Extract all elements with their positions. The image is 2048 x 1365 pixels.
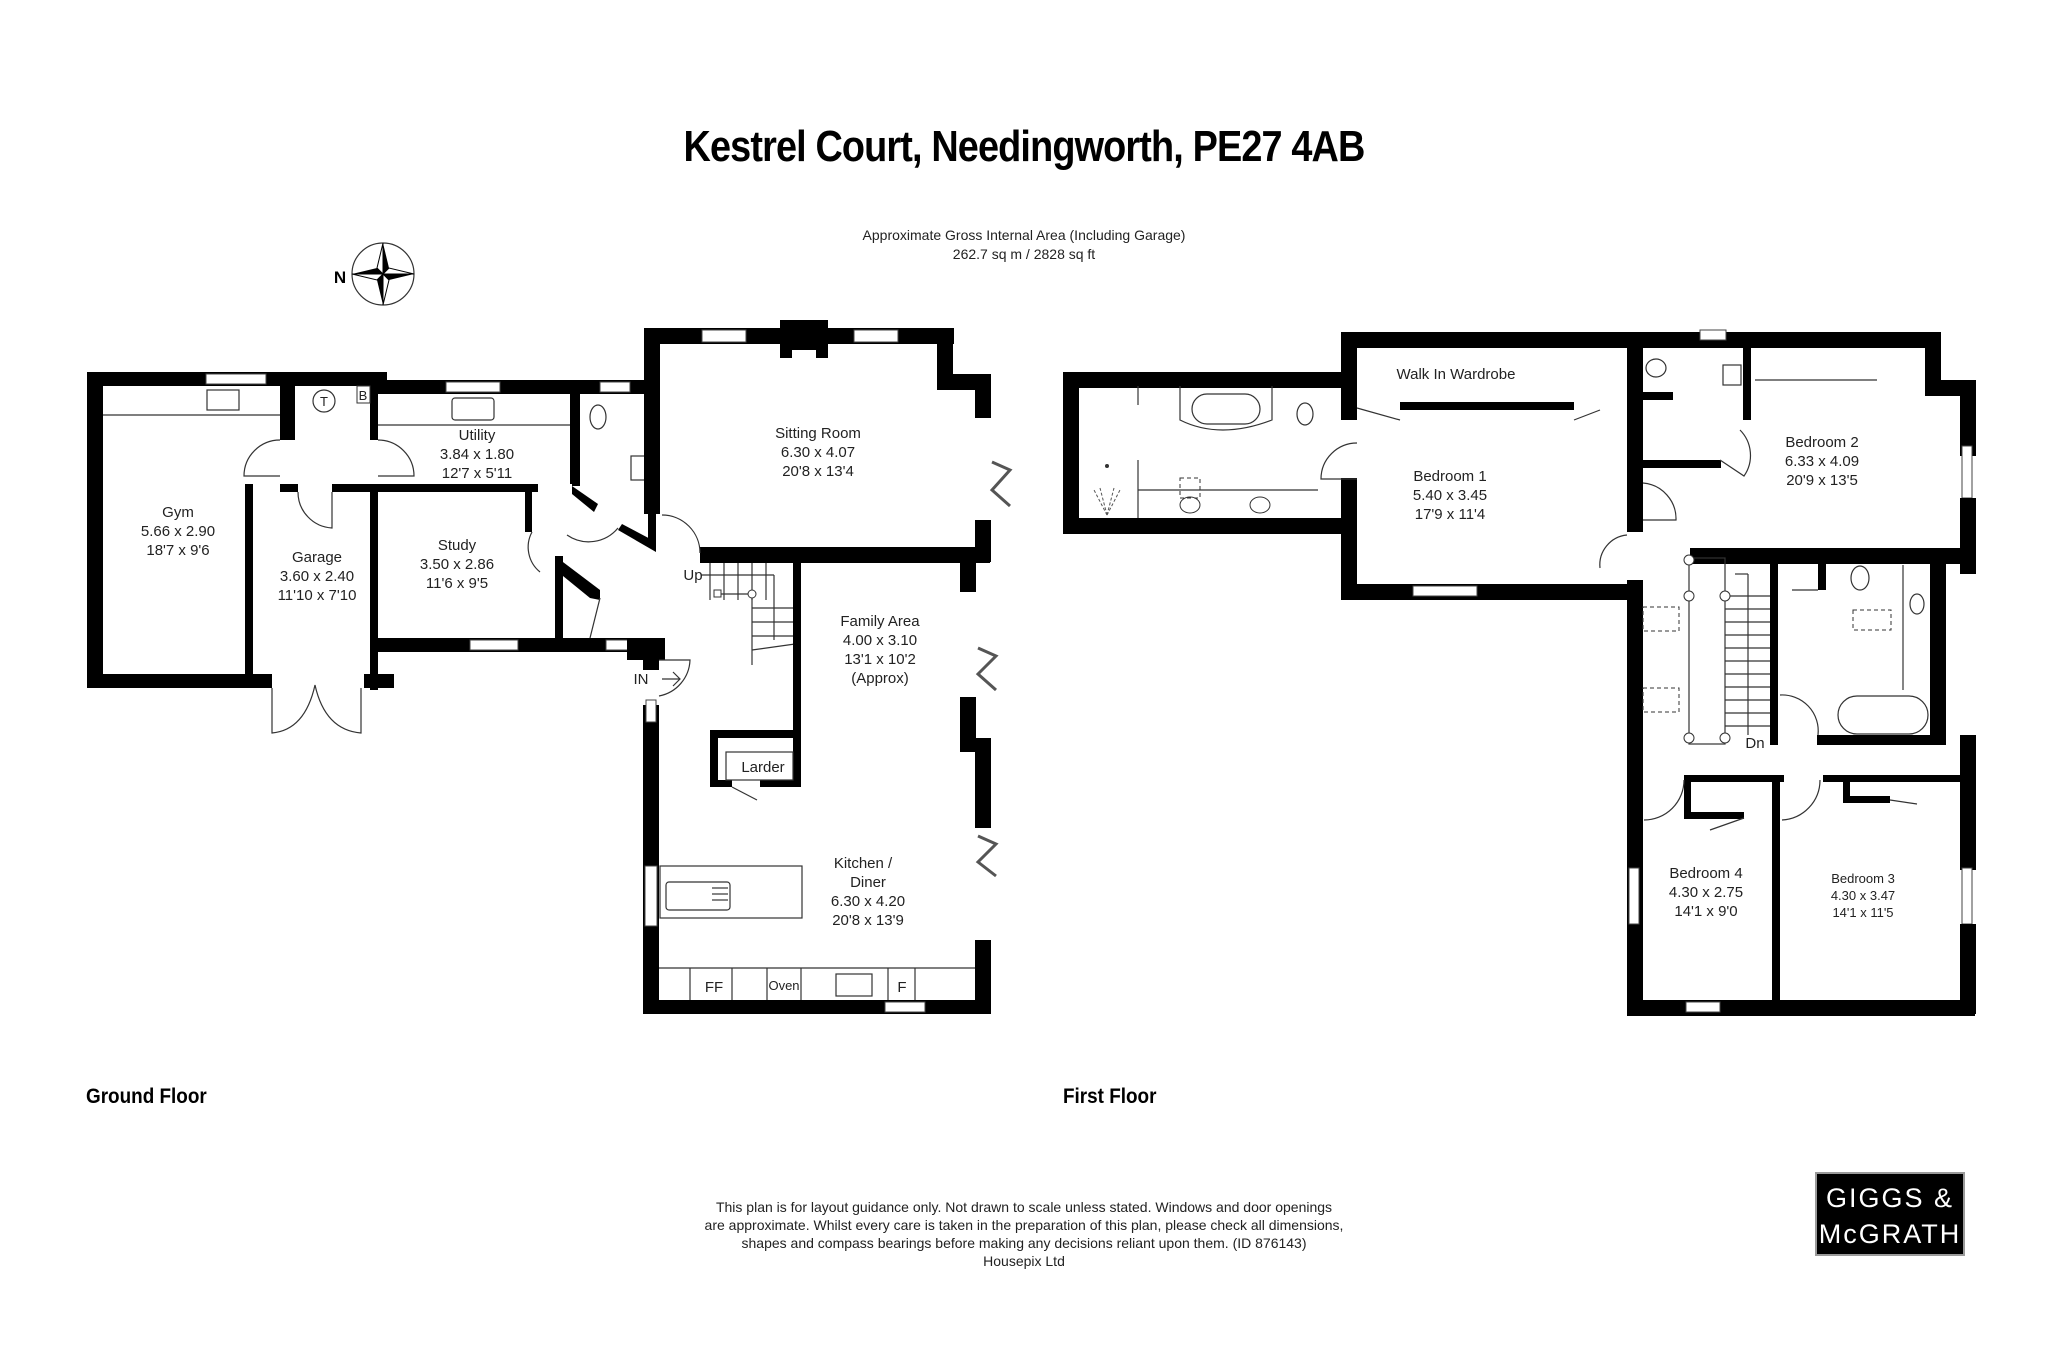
svg-text:Diner: Diner (850, 874, 886, 891)
svg-text:20'9 x 13'5: 20'9 x 13'5 (1786, 472, 1858, 489)
svg-text:T: T (320, 394, 328, 409)
svg-text:Bedroom 3: Bedroom 3 (1831, 871, 1895, 886)
stairs-up-label: Up (683, 567, 702, 584)
svg-text:Family Area: Family Area (840, 613, 920, 630)
room-bedroom-2: Bedroom 2 6.33 x 4.09 20'9 x 13'5 (1785, 434, 1859, 489)
ground-floor-label: Ground Floor (86, 1085, 207, 1108)
svg-text:Study: Study (438, 537, 477, 554)
disclaimer-line: shapes and compass bearings before makin… (741, 1235, 1307, 1251)
svg-text:13'1 x 10'2: 13'1 x 10'2 (844, 651, 916, 668)
disclaimer: This plan is for layout guidance only. N… (600, 1198, 1448, 1270)
svg-text:20'8 x 13'4: 20'8 x 13'4 (782, 463, 854, 480)
svg-text:3.60 x 2.40: 3.60 x 2.40 (280, 568, 354, 585)
room-bedroom-3: Bedroom 3 4.30 x 3.47 14'1 x 11'5 (1831, 871, 1895, 920)
oven-label: Oven (768, 978, 799, 993)
area-value: 262.7 sq m / 2828 sq ft (952, 246, 1096, 262)
fridge-freezer-label: FF (705, 979, 723, 996)
svg-text:17'9 x 11'4: 17'9 x 11'4 (1415, 506, 1486, 523)
svg-text:4.30 x 3.47: 4.30 x 3.47 (1831, 888, 1895, 903)
svg-text:18'7 x 9'6: 18'7 x 9'6 (146, 542, 209, 559)
boiler-marker: B (359, 388, 368, 403)
svg-text:5.40 x 3.45: 5.40 x 3.45 (1413, 487, 1487, 504)
svg-text:Gym: Gym (162, 504, 194, 521)
svg-text:11'6 x 9'5: 11'6 x 9'5 (426, 575, 488, 592)
svg-text:Bedroom 4: Bedroom 4 (1669, 865, 1742, 882)
svg-text:3.84 x 1.80: 3.84 x 1.80 (440, 446, 514, 463)
room-label-walk-in-wardrobe: Walk In Wardrobe (1397, 366, 1516, 383)
room-bedroom-1: Bedroom 1 5.40 x 3.45 17'9 x 11'4 (1413, 468, 1487, 523)
room-sitting-room: Sitting Room 6.30 x 4.07 20'8 x 13'4 (775, 425, 861, 480)
room-study: Study 3.50 x 2.86 11'6 x 9'5 (420, 537, 494, 592)
svg-text:6.30 x 4.20: 6.30 x 4.20 (831, 893, 905, 910)
svg-text:Bedroom 1: Bedroom 1 (1413, 468, 1486, 485)
entrance-label: IN (634, 671, 649, 688)
svg-text:20'8 x 13'9: 20'8 x 13'9 (832, 912, 904, 929)
area-label: Approximate Gross Internal Area (Includi… (862, 227, 1186, 243)
room-family-area: Family Area 4.00 x 3.10 13'1 x 10'2 (App… (840, 613, 920, 687)
room-label-larder: Larder (741, 759, 784, 776)
svg-text:(Approx): (Approx) (851, 670, 909, 687)
svg-text:Sitting Room: Sitting Room (775, 425, 861, 442)
first-floor-plan: Walk In Wardrobe Bedroom 1 5.40 x 3.45 1… (1063, 329, 1976, 1016)
svg-text:Kitchen /: Kitchen / (834, 855, 893, 872)
svg-text:Utility: Utility (459, 427, 496, 444)
disclaimer-line: This plan is for layout guidance only. N… (715, 1199, 1333, 1215)
svg-text:6.30 x 4.07: 6.30 x 4.07 (781, 444, 855, 461)
disclaimer-line: are approximate. Whilst every care is ta… (704, 1217, 1344, 1233)
svg-text:14'1 x 9'0: 14'1 x 9'0 (1674, 903, 1737, 920)
compass-rose-icon: N (334, 242, 415, 306)
room-garage: Garage 3.60 x 2.40 11'10 x 7'10 (278, 549, 357, 604)
svg-text:Garage: Garage (292, 549, 342, 566)
svg-text:3.50 x 2.86: 3.50 x 2.86 (420, 556, 494, 573)
svg-text:14'1 x 11'5: 14'1 x 11'5 (1832, 905, 1893, 920)
svg-text:5.66 x 2.90: 5.66 x 2.90 (141, 523, 215, 540)
fridge-label: F (897, 979, 906, 996)
svg-text:11'10 x 7'10: 11'10 x 7'10 (278, 587, 357, 604)
stairs-down-label: Dn (1745, 735, 1764, 752)
compass-north-label: N (334, 268, 346, 287)
page-title: Kestrel Court, Needingworth, PE27 4AB (683, 122, 1366, 171)
svg-text:Bedroom 2: Bedroom 2 (1785, 434, 1858, 451)
room-bedroom-4: Bedroom 4 4.30 x 2.75 14'1 x 9'0 (1669, 865, 1743, 920)
room-kitchen-diner: Kitchen / Diner 6.30 x 4.20 20'8 x 13'9 (831, 855, 905, 929)
logo-line-2: McGRATH (1818, 1219, 1962, 1249)
svg-text:6.33 x 4.09: 6.33 x 4.09 (1785, 453, 1859, 470)
logo-line-1: GIGGS & (1825, 1183, 1955, 1213)
agent-logo: GIGGS & McGRATH (1815, 1172, 1965, 1256)
area-summary: Approximate Gross Internal Area (Includi… (0, 226, 2048, 264)
svg-text:12'7 x 5'11: 12'7 x 5'11 (442, 465, 513, 482)
disclaimer-credit: Housepix Ltd (983, 1253, 1065, 1269)
svg-text:4.30 x 2.75: 4.30 x 2.75 (1669, 884, 1743, 901)
room-utility: Utility 3.84 x 1.80 12'7 x 5'11 (440, 427, 514, 482)
room-gym: Gym 5.66 x 2.90 18'7 x 9'6 (141, 504, 215, 559)
svg-text:4.00 x 3.10: 4.00 x 3.10 (843, 632, 917, 649)
ground-floor-plan: T B (87, 320, 1013, 1014)
first-floor-label: First Floor (1063, 1085, 1157, 1108)
